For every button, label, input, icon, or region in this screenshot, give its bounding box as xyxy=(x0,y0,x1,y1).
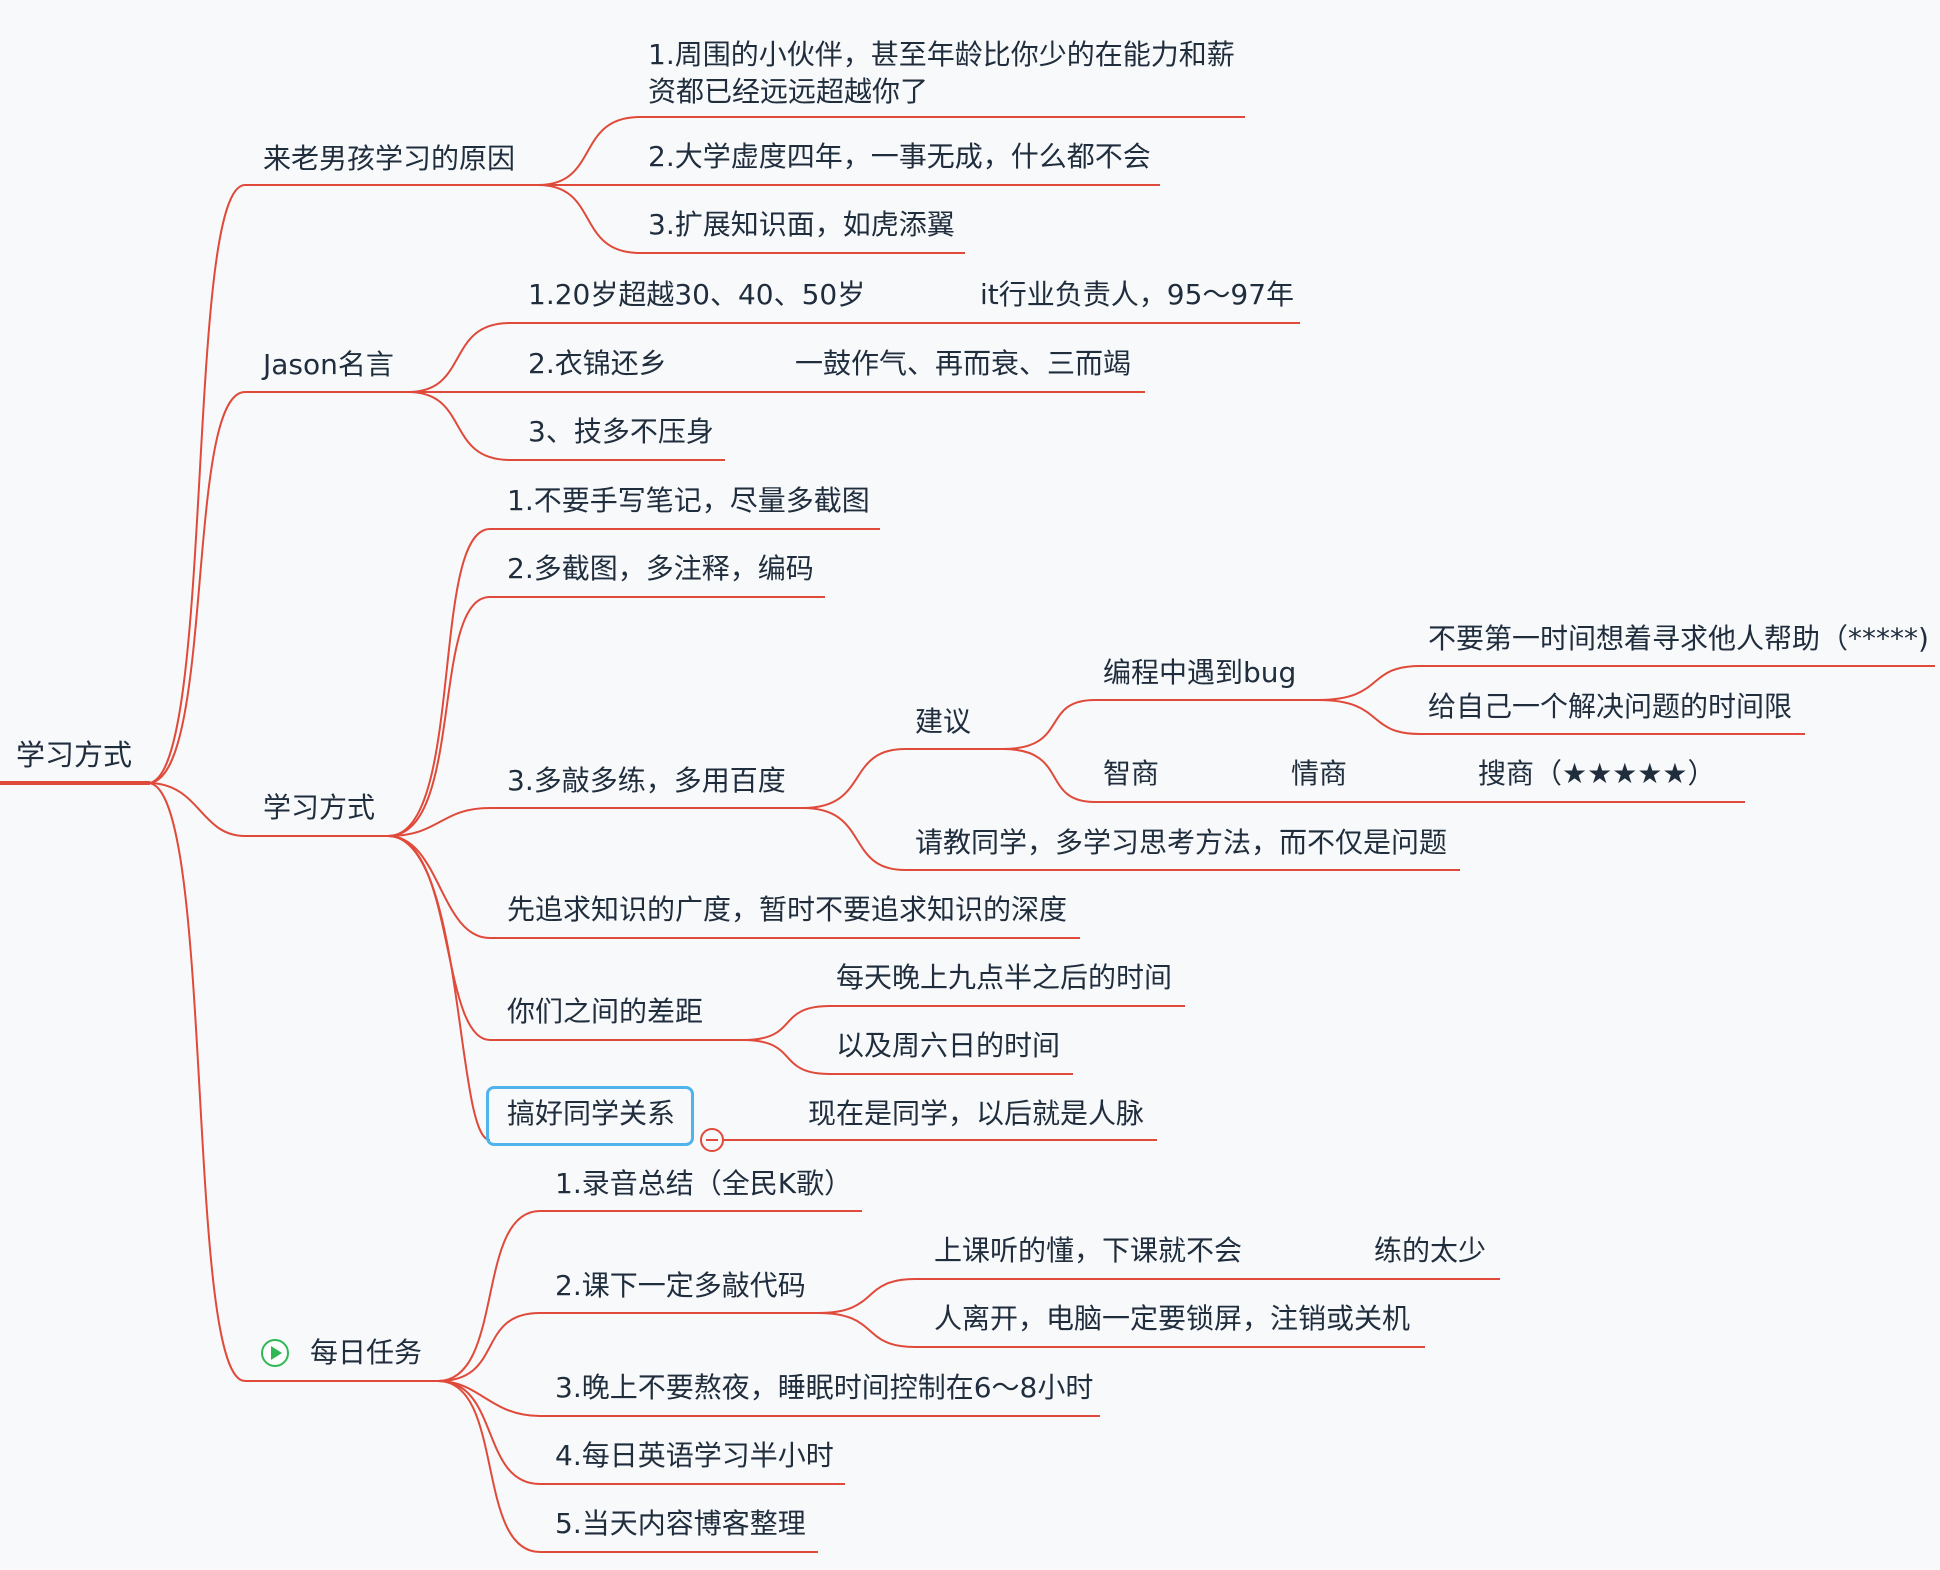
quote-item-2[interactable]: 2.衣锦还乡 xyxy=(528,347,667,380)
quote-note-1[interactable]: it行业负责人，95～97年 xyxy=(980,278,1295,311)
relation-item[interactable]: 现在是同学，以后就是人脉 xyxy=(808,1097,1145,1130)
daily-item-5[interactable]: 5.当天内容博客整理 xyxy=(555,1507,806,1540)
practice-suggest[interactable]: 建议 xyxy=(915,705,972,738)
collapse-icon[interactable] xyxy=(700,1128,724,1152)
branch-quotes[interactable]: Jason名言 xyxy=(263,348,394,381)
method-item-3[interactable]: 3.多敲多练，多用百度 xyxy=(507,764,786,797)
quotient-eq[interactable]: 情商 xyxy=(1291,757,1348,790)
method-item-6[interactable]: 搞好同学关系 xyxy=(507,1097,676,1130)
bug-tip-2[interactable]: 给自己一个解决问题的时间限 xyxy=(1428,690,1793,723)
method-item-4[interactable]: 先追求知识的广度，暂时不要追求知识的深度 xyxy=(507,893,1068,926)
quotient-iq[interactable]: 智商 xyxy=(1103,757,1160,790)
branch-daily[interactable]: 每日任务 xyxy=(310,1336,423,1369)
selection-highlight xyxy=(486,1086,694,1146)
daily-item-1[interactable]: 1.录音总结（全民K歌） xyxy=(555,1167,853,1200)
reason-item-1[interactable]: 1.周围的小伙伴，甚至年龄比你少的在能力和薪资都已经远远超越你了 xyxy=(648,38,1235,108)
play-icon[interactable] xyxy=(261,1339,289,1367)
method-item-2[interactable]: 2.多截图，多注释，编码 xyxy=(507,552,814,585)
quote-item-1[interactable]: 1.20岁超越30、40、50岁 xyxy=(528,278,866,311)
practice-ask[interactable]: 请教同学，多学习思考方法，而不仅是问题 xyxy=(915,826,1448,859)
code-sub-2[interactable]: 人离开，电脑一定要锁屏，注销或关机 xyxy=(934,1302,1411,1335)
method-item-5[interactable]: 你们之间的差距 xyxy=(507,995,704,1028)
bug-tip-1[interactable]: 不要第一时间想着寻求他人帮助（*****) xyxy=(1428,622,1929,655)
code-note-1[interactable]: 练的太少 xyxy=(1374,1234,1487,1267)
gap-item-1[interactable]: 每天晚上九点半之后的时间 xyxy=(836,961,1173,994)
branch-method[interactable]: 学习方式 xyxy=(263,791,376,824)
daily-item-4[interactable]: 4.每日英语学习半小时 xyxy=(555,1439,834,1472)
reason-item-2[interactable]: 2.大学虚度四年，一事无成，什么都不会 xyxy=(648,140,1151,173)
code-sub-1[interactable]: 上课听的懂，下课就不会 xyxy=(934,1234,1243,1267)
method-item-1[interactable]: 1.不要手写笔记，尽量多截图 xyxy=(507,484,870,517)
daily-item-3[interactable]: 3.晚上不要熬夜，睡眠时间控制在6～8小时 xyxy=(555,1371,1094,1404)
gap-item-2[interactable]: 以及周六日的时间 xyxy=(836,1029,1061,1062)
quote-note-2[interactable]: 一鼓作气、再而衰、三而竭 xyxy=(795,347,1132,380)
reason-item-3[interactable]: 3.扩展知识面，如虎添翼 xyxy=(648,208,955,241)
branch-reasons[interactable]: 来老男孩学习的原因 xyxy=(263,142,516,175)
root-topic[interactable]: 学习方式 xyxy=(16,738,133,772)
quotient-search[interactable]: 搜商（★★★★★） xyxy=(1478,757,1716,790)
daily-item-2[interactable]: 2.课下一定多敲代码 xyxy=(555,1269,806,1302)
quote-item-3[interactable]: 3、技多不压身 xyxy=(528,415,714,448)
practice-bug[interactable]: 编程中遇到bug xyxy=(1103,656,1297,689)
